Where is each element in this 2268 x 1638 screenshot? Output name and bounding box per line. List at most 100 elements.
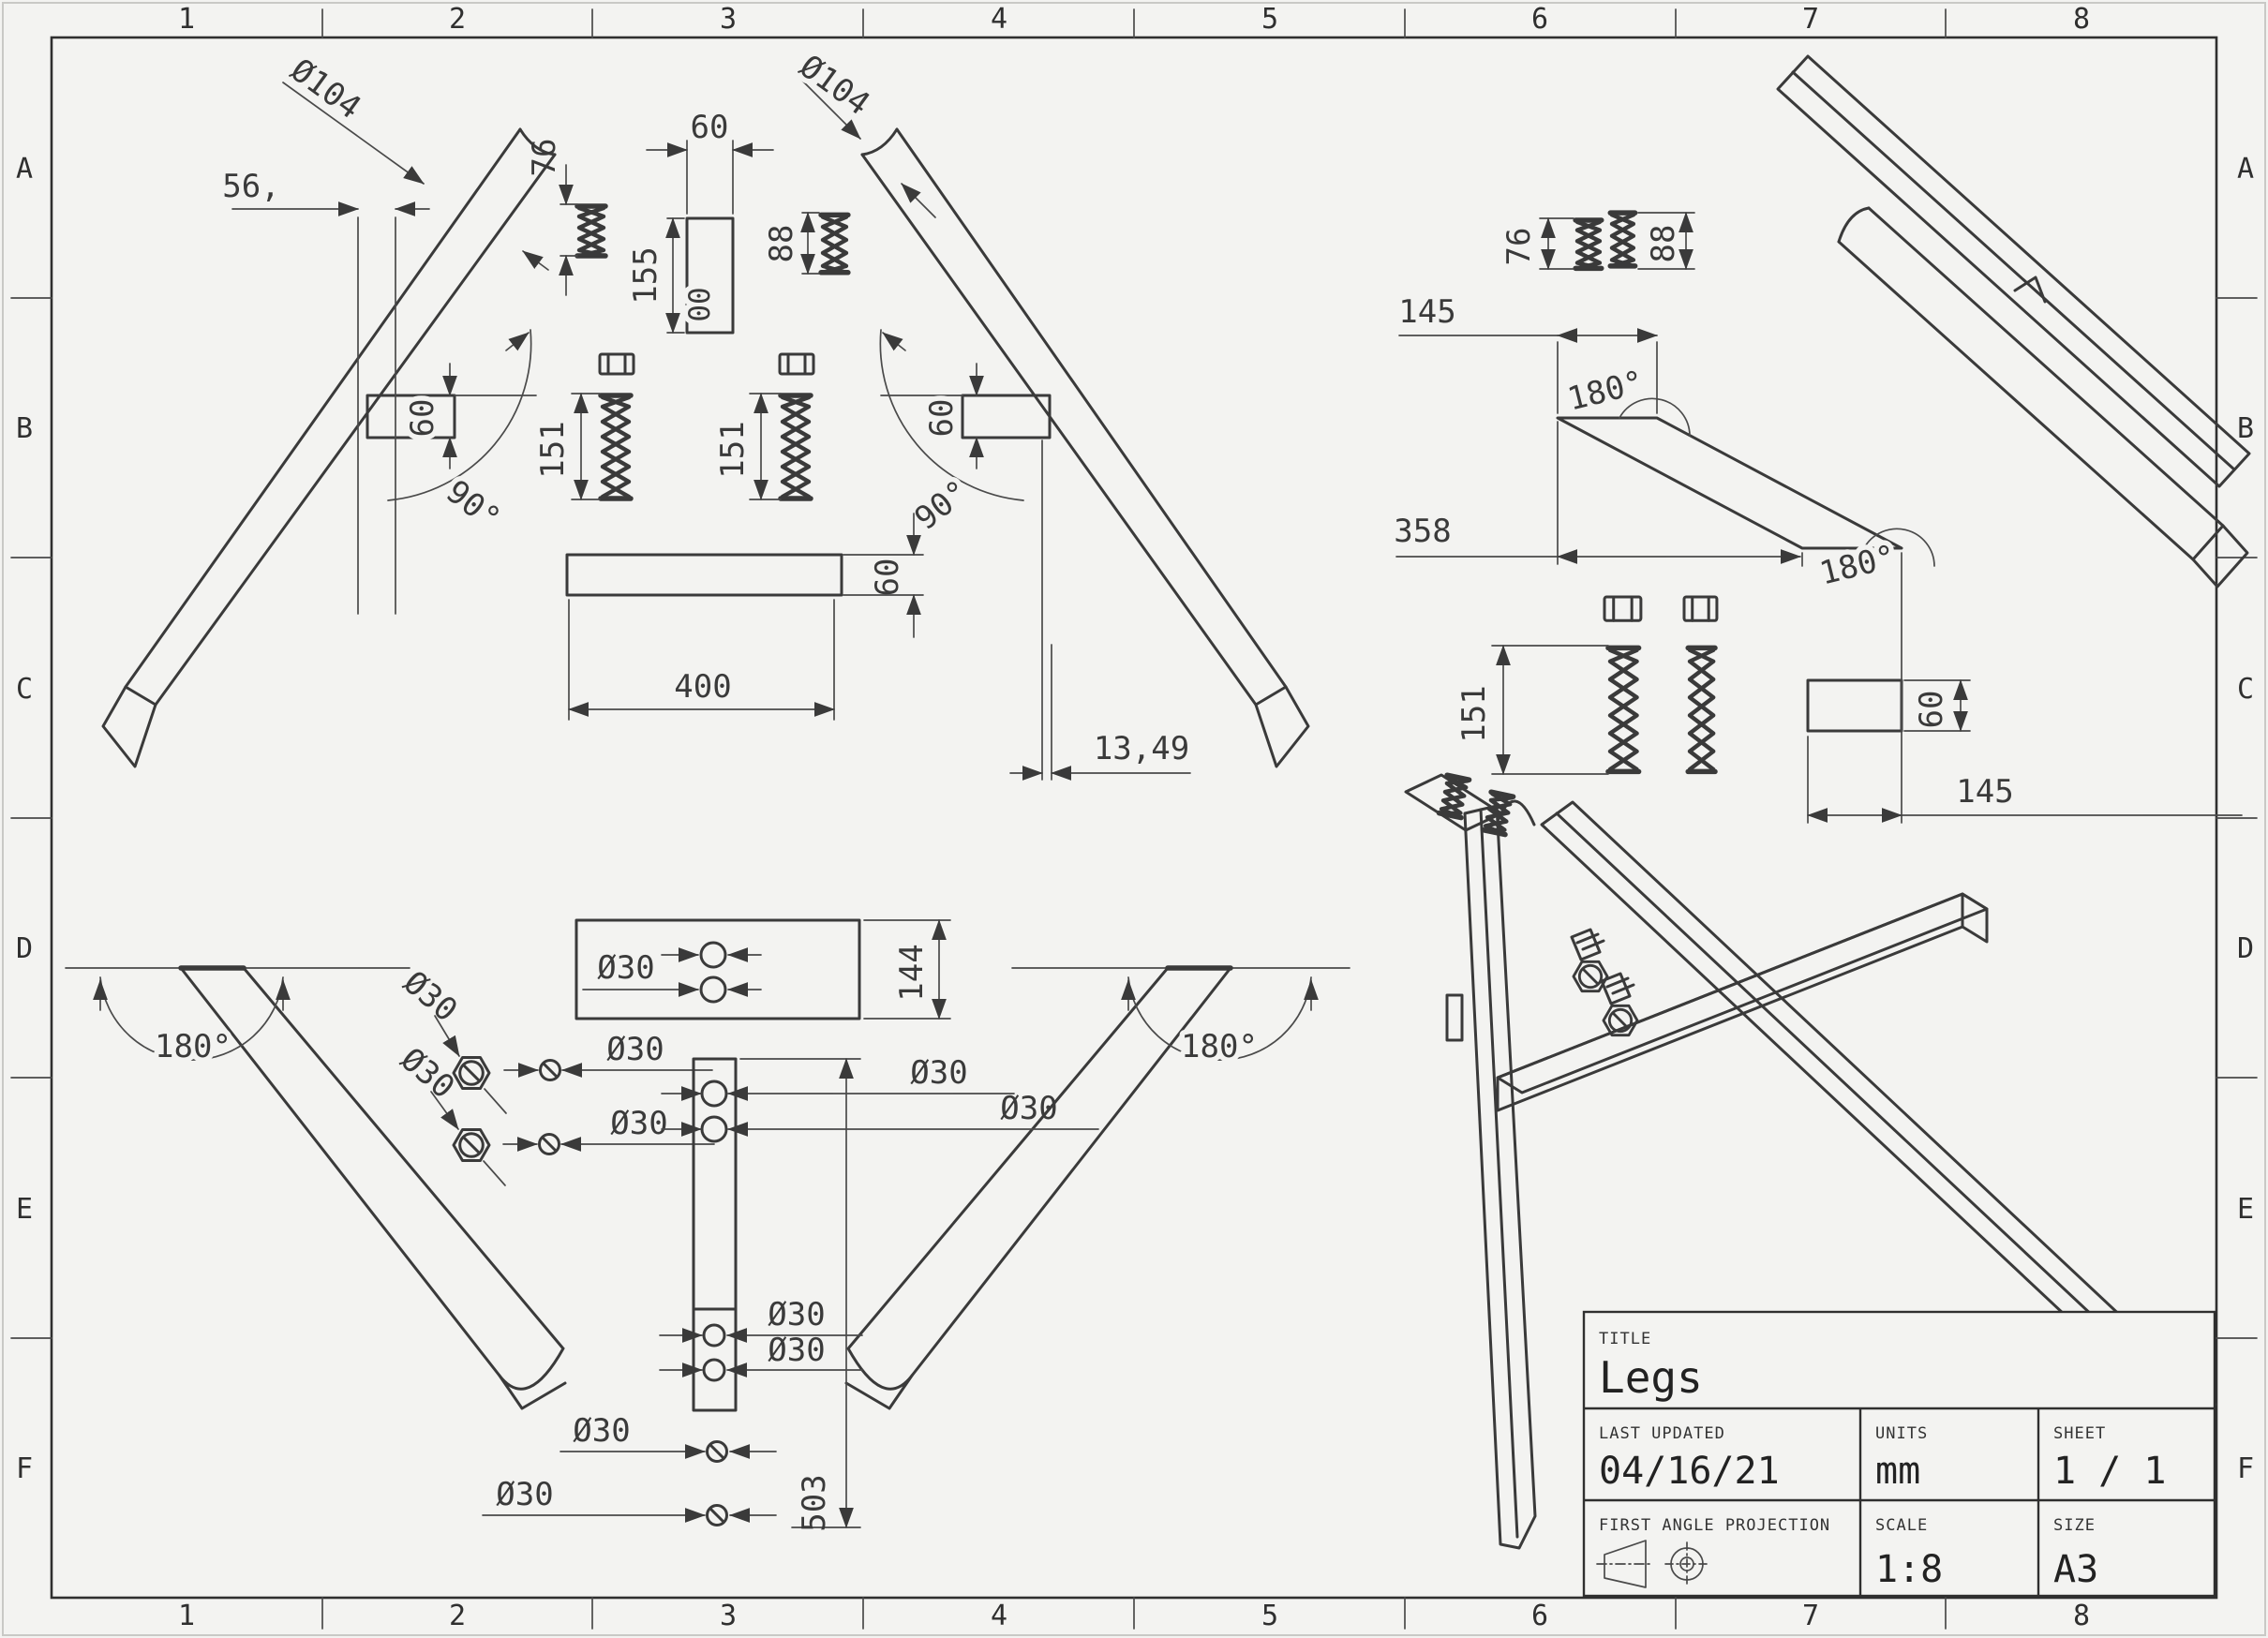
tenon-profile [1806, 678, 1903, 733]
grid-col-label: 8 [2073, 1600, 2090, 1632]
sheet-label: SHEET [2053, 1424, 2106, 1443]
drawing-title: Legs [1599, 1352, 1703, 1403]
dim-coil-right: 151 [714, 421, 752, 478]
iso-crossbar [1496, 892, 1989, 1112]
threaded-rod [1688, 648, 1715, 771]
loose-washers: Ø30 Ø30 [482, 1412, 777, 1526]
post: Ø30 Ø30 Ø30 Ø30 503 [659, 1054, 1099, 1532]
profile-leg-upper [1776, 54, 2251, 488]
right-leg [860, 127, 1310, 768]
left-tenon [366, 394, 456, 439]
dim-post-length: 503 [796, 1474, 833, 1531]
grid-col-label: 2 [449, 1600, 466, 1632]
profile-leg-lower [1837, 206, 2249, 588]
dim-bottom-width: 145 [1956, 773, 2013, 811]
dim-spring-right: 88 [763, 225, 800, 263]
dim-washer-upper: Ø30 [606, 1031, 664, 1068]
crossbar-profile [1556, 416, 1903, 550]
grid-col-label: 3 [720, 1600, 737, 1632]
nut-top-view [1682, 595, 1719, 623]
title-block: TITLE Legs LAST UPDATED 04/16/21 UNITS m… [1582, 1310, 2216, 1598]
dim-bar-length: 400 [674, 668, 731, 706]
first-angle-projection-icon [1596, 1540, 1709, 1588]
dim-top-width: 145 [1398, 293, 1455, 331]
crossbar [565, 553, 843, 597]
side-exploded-view: 76 88 145 180° 358 180° 151 [1394, 54, 2251, 824]
nut-top-view [778, 352, 815, 376]
nut-top-view [1603, 595, 1643, 623]
dim-angle-lower: 180° [1816, 538, 1900, 593]
dim-post-hole-2: Ø30 [1000, 1090, 1057, 1127]
spacer-block [685, 216, 735, 335]
last-updated-label: LAST UPDATED [1599, 1424, 1725, 1443]
grid-row-label: A [2237, 153, 2254, 186]
rear-angle-dims: 180° 180° [93, 976, 1319, 1071]
dim-angle-right: 180° [1181, 1028, 1258, 1065]
dim-angle-left: 180° [155, 1028, 231, 1065]
dim-foot-offset: 13,49 [1094, 730, 1189, 767]
dim-plate-holes: Ø30 [597, 949, 654, 987]
dim-tenon-left: 60 [404, 399, 441, 438]
grid-row-label: B [2237, 412, 2254, 445]
dim-tenon-height: 60 [1913, 691, 1950, 729]
grid-col-label: 1 [178, 1600, 195, 1632]
grid-row-label: A [16, 153, 33, 186]
dim-coil-left: 151 [534, 421, 572, 478]
dim-saddle-dia-left: Ø104 [284, 52, 368, 127]
iso-post [1445, 804, 1537, 1550]
grid-col-label: 7 [1802, 3, 1819, 36]
grid-labels: 1 2 3 4 5 6 7 8 1 2 3 4 5 6 7 8 A B C D … [16, 3, 2254, 1632]
grid-row-label: C [16, 673, 33, 706]
block-marking: 00 [683, 287, 717, 321]
left-leg [101, 127, 557, 768]
dim-post-hole-4: Ø30 [768, 1332, 825, 1369]
rear-exploded-view: 180° 180° Ø30 Ø30 Ø30 Ø30 [65, 918, 1350, 1532]
nut-top-view [598, 352, 635, 376]
dim-washer-lower: Ø30 [610, 1105, 667, 1142]
hex-nuts: Ø30 Ø30 [394, 964, 507, 1186]
dim-bar-reach: 358 [1394, 513, 1451, 550]
right-leg-rear [844, 965, 1350, 1410]
spring-coil [1575, 220, 1602, 268]
threaded-rod [1608, 648, 1639, 771]
projection-label: FIRST ANGLE PROJECTION [1599, 1516, 1830, 1535]
dim-loose-washer-1: Ø30 [573, 1412, 630, 1450]
grid-col-label: 6 [1531, 3, 1548, 36]
grid-row-label: F [2237, 1452, 2254, 1485]
dim-nut-lower: Ø30 [394, 1041, 462, 1107]
dim-spring-left: 76 [526, 139, 563, 177]
grid-row-label: D [2237, 932, 2254, 965]
front-exploded-view: 00 Ø104 Ø104 56, [101, 42, 1310, 781]
units-value: mm [1875, 1450, 1920, 1493]
units-label: UNITS [1875, 1424, 1928, 1443]
grid-row-label: E [16, 1193, 33, 1226]
grid-col-label: 8 [2073, 3, 2090, 36]
mid-washers: Ø30 Ø30 [502, 1031, 715, 1155]
scale-label: SCALE [1875, 1516, 1928, 1535]
spring-coil [577, 206, 605, 256]
grid-ticks [10, 8, 2258, 1630]
grid-col-label: 6 [1531, 1600, 1548, 1632]
dim-plate-width: 144 [893, 944, 931, 1001]
grid-col-label: 3 [720, 3, 737, 36]
size-label: SIZE [2053, 1516, 2096, 1535]
grid-row-label: B [16, 412, 33, 445]
dim-post-hole-1: Ø30 [910, 1054, 967, 1092]
sheet-value: 1 / 1 [2053, 1450, 2166, 1493]
spring-coil [1610, 213, 1634, 266]
grid-col-label: 2 [449, 3, 466, 36]
dim-bar-height: 60 [869, 558, 906, 597]
dim-loose-washer-2: Ø30 [496, 1476, 553, 1513]
grid-row-label: D [16, 932, 33, 965]
dim-tenon-right: 60 [923, 399, 961, 438]
plate: Ø30 144 [574, 918, 951, 1020]
grid-row-label: E [2237, 1193, 2254, 1226]
last-updated-value: 04/16/21 [1599, 1450, 1780, 1493]
dim-post-hole-3: Ø30 [768, 1296, 825, 1333]
grid-col-label: 4 [991, 1600, 1007, 1632]
dim-block-height: 155 [627, 246, 664, 304]
dim-coil-len: 151 [1455, 685, 1493, 742]
